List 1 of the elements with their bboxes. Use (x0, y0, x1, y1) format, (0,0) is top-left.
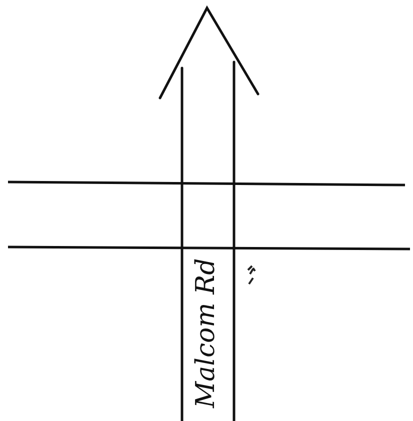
street-name: Malcom Rd (193, 258, 219, 408)
